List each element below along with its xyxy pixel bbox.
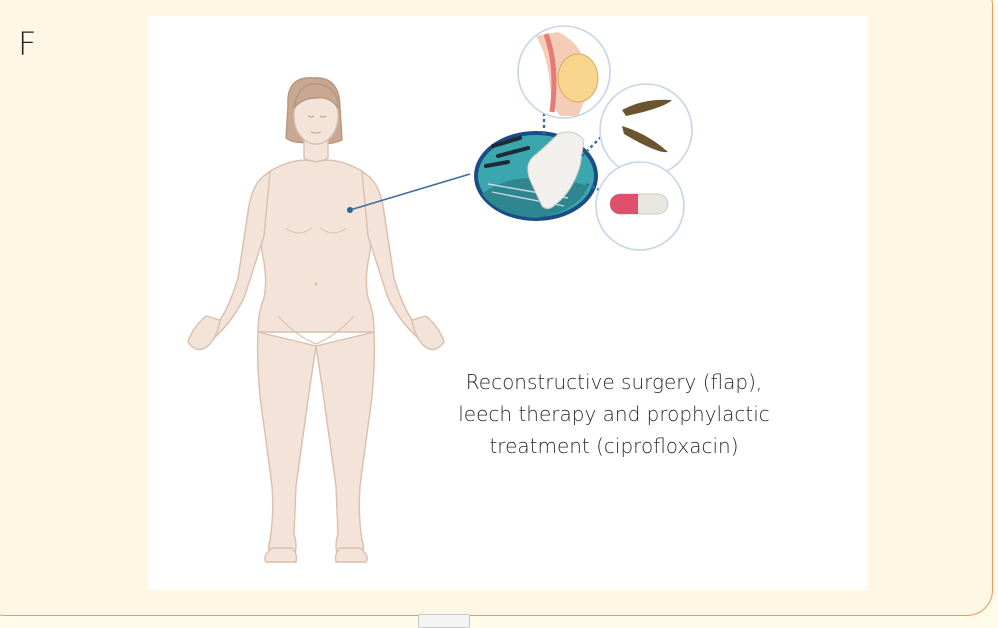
right-arm xyxy=(362,172,444,343)
panel-letter: F xyxy=(18,28,36,60)
left-hand xyxy=(188,316,220,350)
figure-caption: Reconstructive surgery (flap), leech the… xyxy=(448,366,780,462)
scroll-tab[interactable] xyxy=(418,614,470,628)
caption-line: treatment (ciprofloxacin) xyxy=(448,430,780,462)
caption-line: Reconstructive surgery (flap), xyxy=(448,366,780,398)
left-leg xyxy=(258,332,316,556)
surgery-instruments-icon xyxy=(476,132,596,219)
left-arm xyxy=(188,172,270,343)
right-hand xyxy=(412,316,444,350)
breast-anatomy-icon xyxy=(518,26,610,118)
figure-illustration xyxy=(148,16,868,590)
torso xyxy=(258,160,374,332)
caption-line: leech therapy and prophylactic xyxy=(448,398,780,430)
pill-capsule-icon xyxy=(596,162,684,250)
figure-canvas: Reconstructive surgery (flap), leech the… xyxy=(148,16,868,590)
female-body-figure xyxy=(188,78,444,562)
right-leg xyxy=(316,332,374,556)
